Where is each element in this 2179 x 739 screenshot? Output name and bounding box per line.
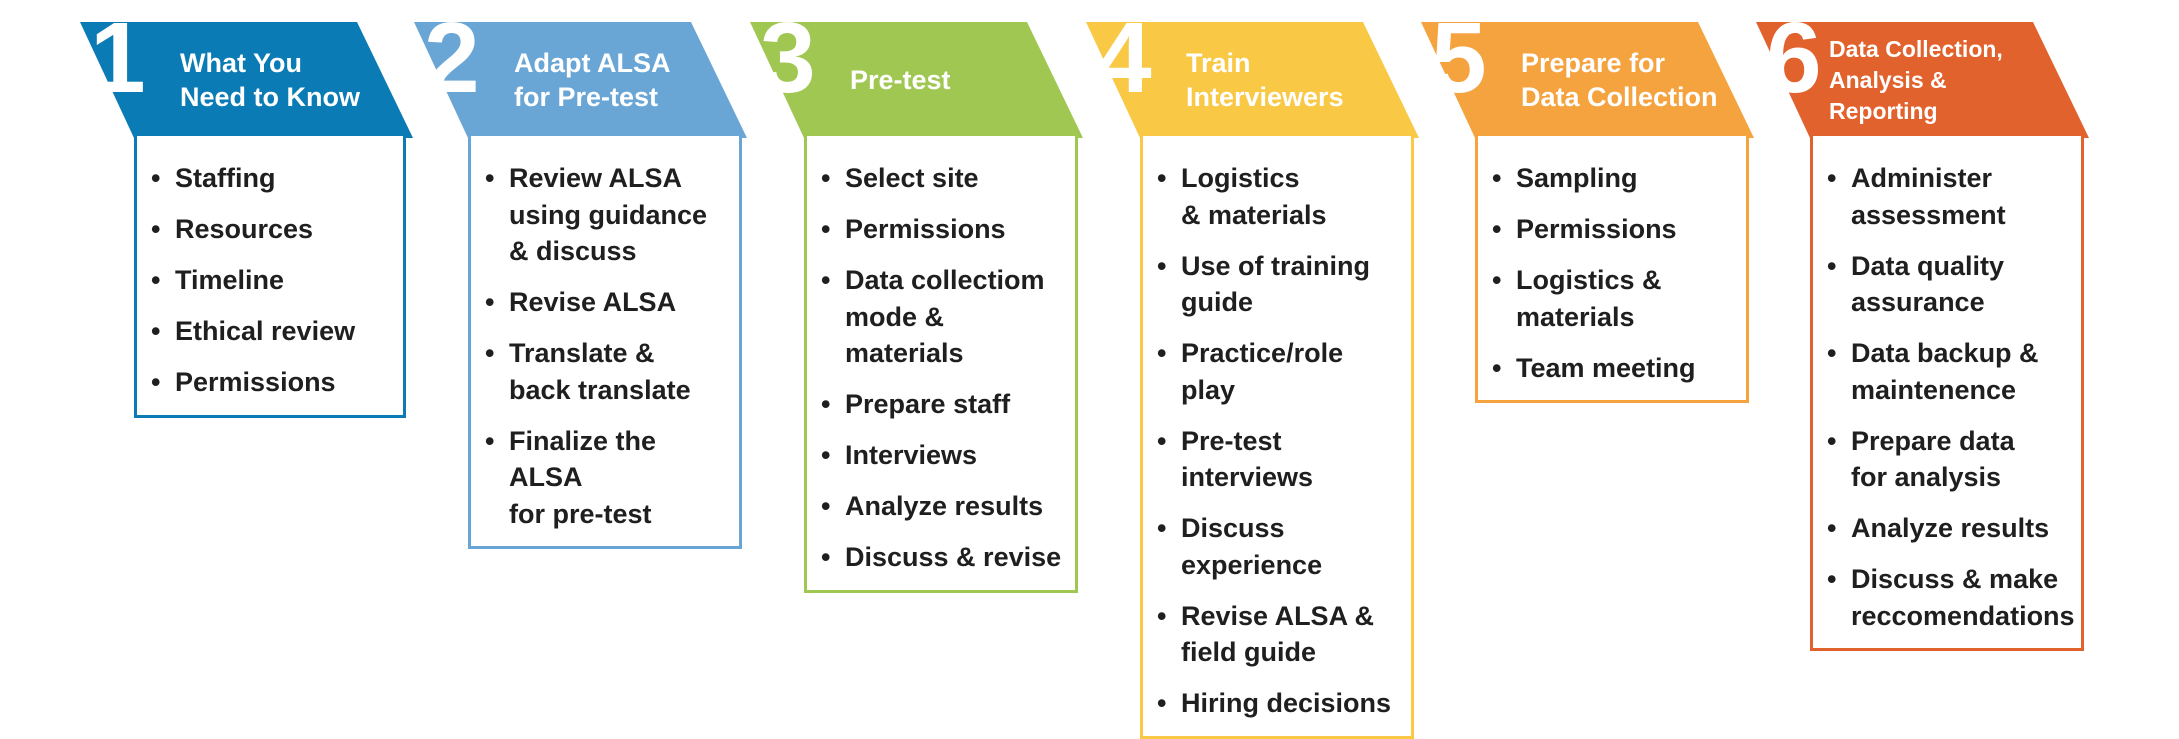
task-list: Logistics & materialsUse of training gui… <box>1143 136 1411 736</box>
task-list: Select sitePermissionsData collectiom mo… <box>807 136 1075 590</box>
task-item: Interviews <box>821 437 1065 474</box>
task-item: Select site <box>821 160 1065 197</box>
task-item: Practice/role play <box>1157 335 1401 408</box>
step-number: 3 <box>760 2 816 114</box>
step-title: Data Collection, Analysis & Reporting <box>1829 35 2003 124</box>
step-title: What You Need to Know <box>180 48 360 112</box>
banner-fill <box>80 22 413 138</box>
banner-fill <box>414 22 747 138</box>
task-list: Administer assessmentData quality assura… <box>1813 136 2081 648</box>
banner-shape <box>1086 22 1419 138</box>
step-task-box: StaffingResourcesTimelineEthical reviewP… <box>134 136 406 418</box>
step-title: Adapt ALSA for Pre-test <box>514 48 671 112</box>
task-item: Administer assessment <box>1827 160 2071 233</box>
banner-fill <box>1421 22 1754 138</box>
step-title: Pre-test <box>850 65 951 95</box>
task-item: Permissions <box>151 364 393 401</box>
step-number: 1 <box>90 2 146 114</box>
task-item: Timeline <box>151 262 393 299</box>
step-task-box: Logistics & materialsUse of training gui… <box>1140 136 1414 739</box>
task-item: Discuss & make reccomendations <box>1827 561 2075 634</box>
task-list: Review ALSA using guidance & discussRevi… <box>471 136 739 546</box>
banner-shape <box>750 22 1083 138</box>
task-item: Revise ALSA <box>485 284 729 321</box>
task-item: Use of training guide <box>1157 248 1401 321</box>
task-item: Discuss & revise <box>821 539 1065 576</box>
task-item: Permissions <box>1492 211 1736 248</box>
step-number: 4 <box>1096 2 1152 114</box>
banner-fill <box>1756 22 2089 138</box>
step-number: 5 <box>1431 2 1487 114</box>
banner-shape <box>80 22 413 138</box>
task-item: Prepare staff <box>821 386 1065 423</box>
task-item: Translate & back translate <box>485 335 729 408</box>
step-task-box: SamplingPermissionsLogistics & materials… <box>1475 136 1749 403</box>
task-item: Logistics & materials <box>1157 160 1401 233</box>
task-item: Data backup & maintenence <box>1827 335 2071 408</box>
task-item: Analyze results <box>821 488 1065 525</box>
banner-fill <box>1086 22 1419 138</box>
task-item: Finalize the ALSA for pre-test <box>485 423 729 533</box>
task-list: SamplingPermissionsLogistics & materials… <box>1478 136 1746 400</box>
task-item: Resources <box>151 211 393 248</box>
task-item: Sampling <box>1492 160 1736 197</box>
banner-shape <box>1421 22 1754 138</box>
task-item: Ethical review <box>151 313 393 350</box>
banner-shape <box>414 22 747 138</box>
step-number: 6 <box>1766 2 1822 114</box>
task-list: StaffingResourcesTimelineEthical reviewP… <box>137 136 403 415</box>
step-title: Prepare for Data Collection <box>1521 48 1718 112</box>
task-item: Staffing <box>151 160 393 197</box>
task-item: Analyze results <box>1827 510 2071 547</box>
task-item: Hiring decisions <box>1157 685 1401 722</box>
banner-shape <box>1756 22 2089 138</box>
step-number: 2 <box>424 2 480 114</box>
task-item: Revise ALSA & field guide <box>1157 598 1401 671</box>
task-item: Discuss experience <box>1157 510 1401 583</box>
step-task-box: Administer assessmentData quality assura… <box>1810 136 2084 651</box>
step-title: Train Interviewers <box>1186 48 1344 112</box>
task-item: Data collectiom mode & materials <box>821 262 1065 372</box>
task-item: Logistics & materials <box>1492 262 1736 335</box>
task-item: Review ALSA using guidance & discuss <box>485 160 729 270</box>
task-item: Team meeting <box>1492 350 1736 387</box>
task-item: Data quality assurance <box>1827 248 2071 321</box>
banner-fill <box>750 22 1083 138</box>
task-item: Permissions <box>821 211 1065 248</box>
step-task-box: Review ALSA using guidance & discussRevi… <box>468 136 742 549</box>
task-item: Prepare data for analysis <box>1827 423 2071 496</box>
step-task-box: Select sitePermissionsData collectiom mo… <box>804 136 1078 593</box>
task-item: Pre-test interviews <box>1157 423 1401 496</box>
